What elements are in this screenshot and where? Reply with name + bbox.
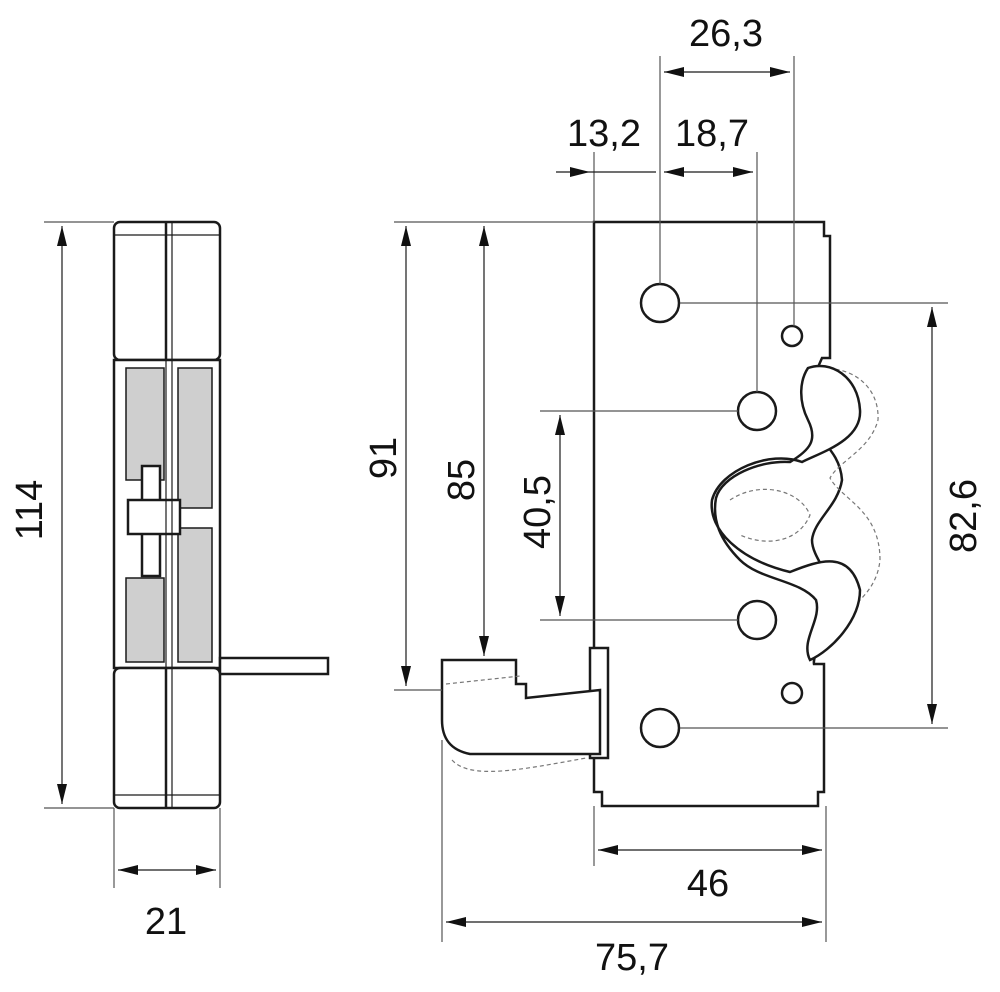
small-hole-top — [780, 324, 804, 348]
mount-hole-top — [639, 282, 681, 324]
side-spring-right — [177, 367, 213, 509]
mount-hole-bottom — [639, 707, 681, 749]
dim-46-label: 46 — [687, 863, 729, 905]
side-plunger-head — [126, 498, 182, 536]
dim-82-6-label: 82,6 — [943, 479, 985, 553]
latch-rotor — [710, 364, 862, 662]
release-lever-swept — [451, 757, 587, 772]
side-view: 114 21 — [9, 220, 330, 943]
dim-18-7-label: 18,7 — [675, 113, 749, 155]
dim-85-label: 85 — [441, 459, 483, 501]
side-spring-upper — [125, 367, 165, 481]
small-hole-bottom — [780, 681, 804, 705]
pivot-hole-upper — [736, 390, 778, 432]
pivot-hole-lower — [736, 599, 778, 641]
dim-91-label: 91 — [363, 437, 405, 479]
dim-75-7-label: 75,7 — [595, 937, 669, 979]
dim-13-2-label: 13,2 — [567, 113, 641, 155]
latch-claw-swept — [807, 367, 881, 641]
side-spring-lower — [125, 577, 165, 663]
side-spring-right-lower — [177, 527, 213, 663]
front-view: 26,3 13,2 18,7 91 85 40,5 82,6 46 75,7 — [363, 13, 985, 979]
dim-21-label: 21 — [145, 901, 187, 943]
dim-40-5-label: 40,5 — [517, 475, 559, 549]
dim-114-label: 114 — [9, 480, 51, 541]
latch-plate — [592, 220, 844, 808]
dim-26-3-label: 26,3 — [689, 13, 763, 55]
release-lever — [440, 658, 602, 756]
side-lever-arm — [218, 656, 330, 676]
latch-rotor-inner — [729, 488, 811, 542]
release-lever-hint — [445, 675, 521, 685]
